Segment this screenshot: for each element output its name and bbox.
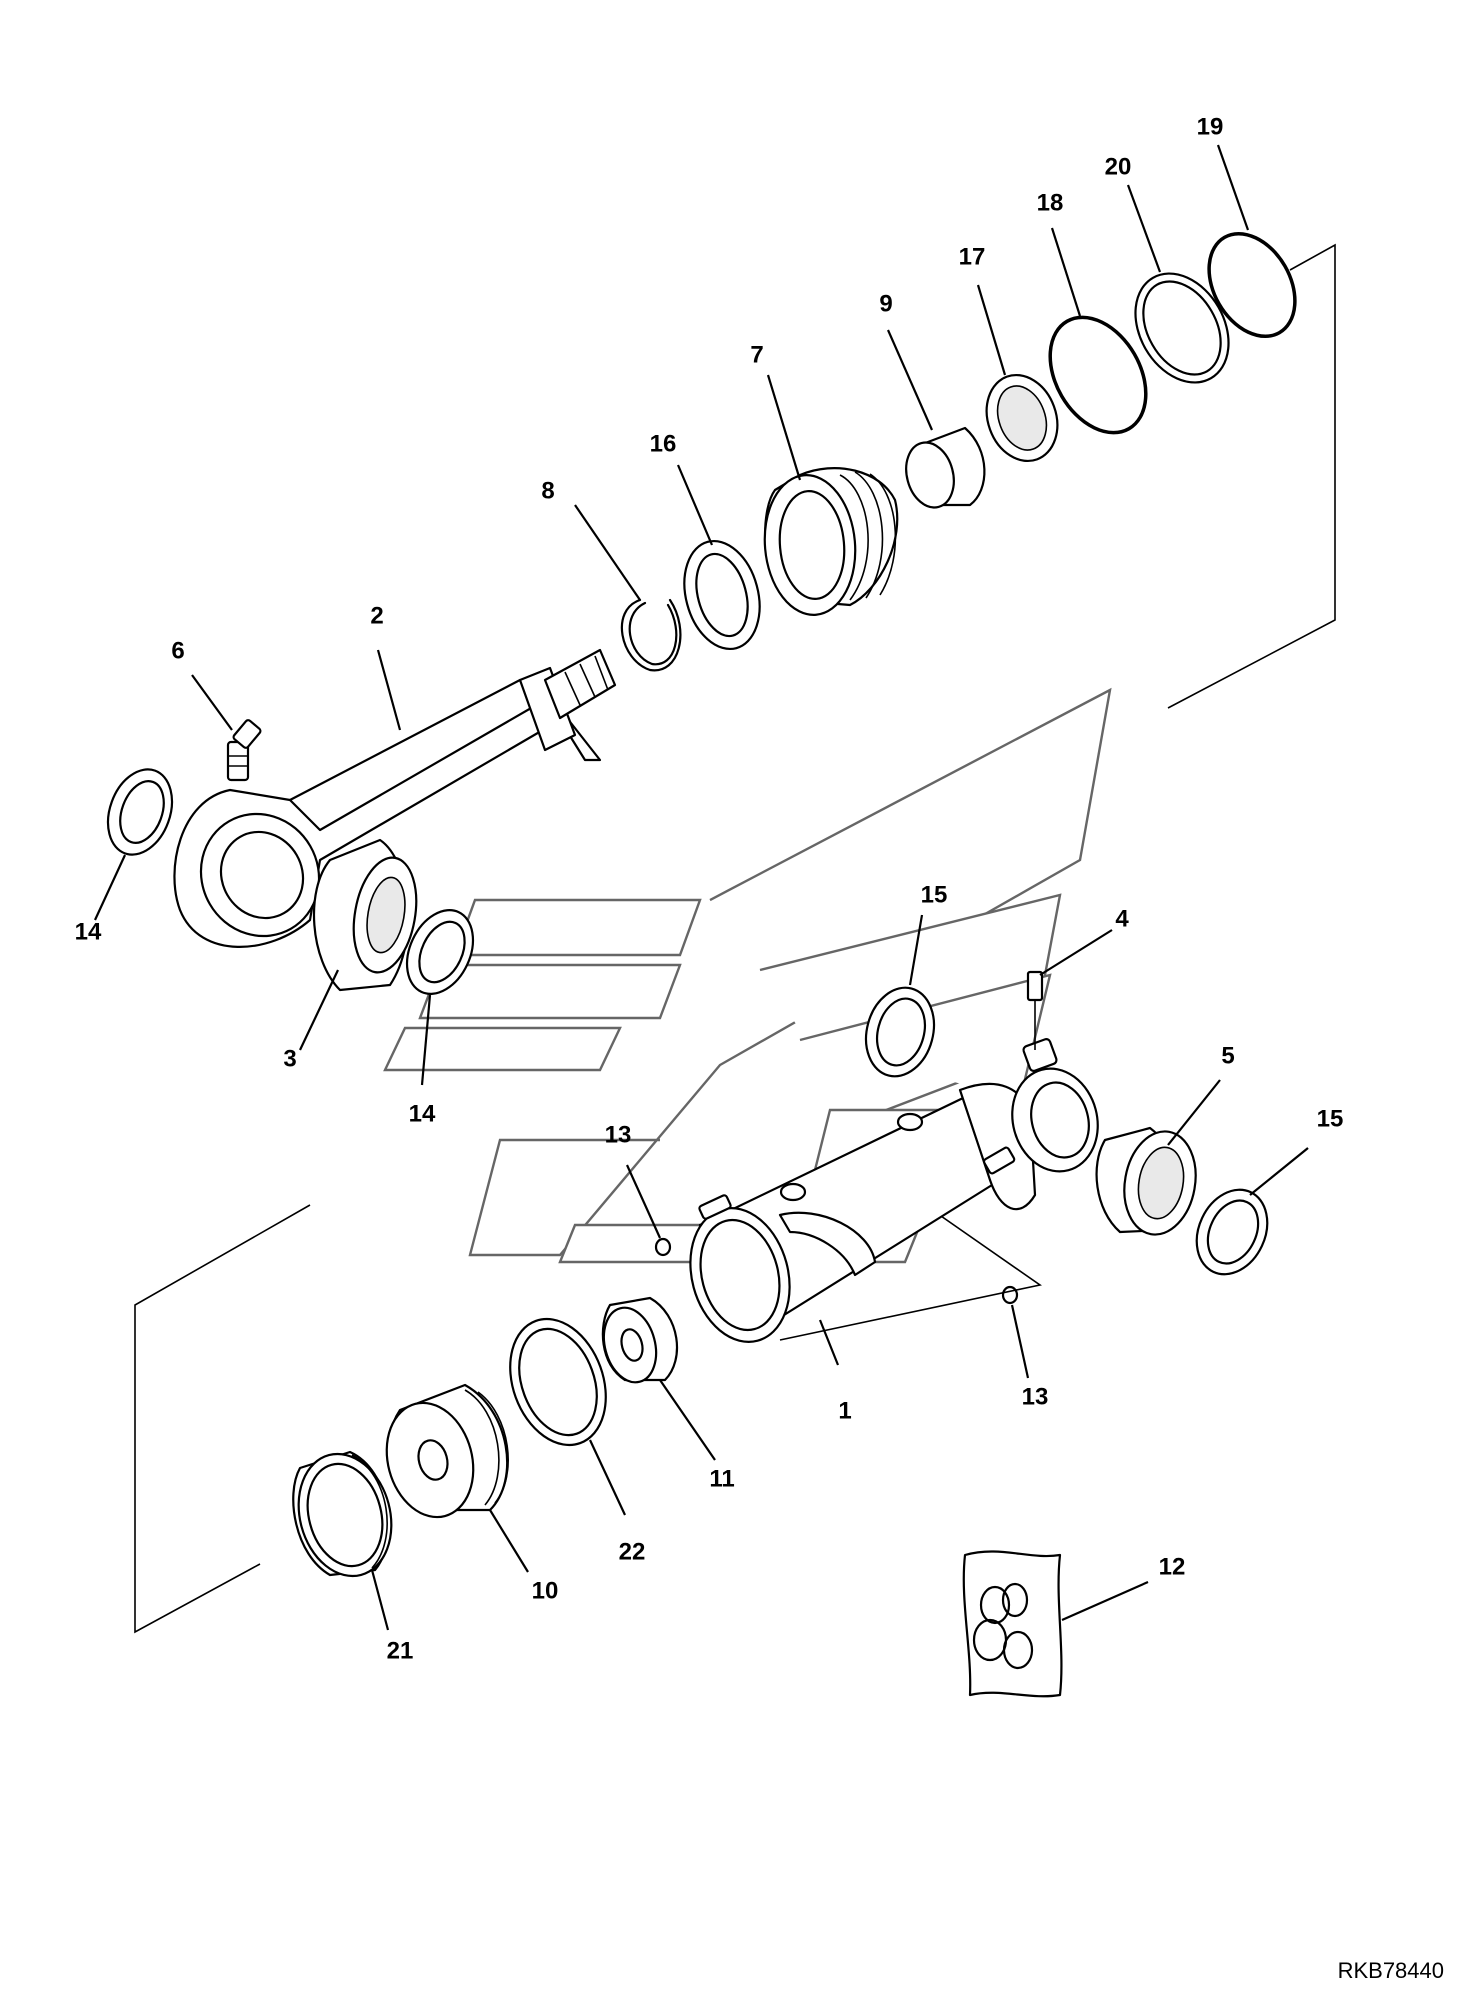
callout-17: 17: [959, 243, 986, 270]
bushing-5: [1095, 1126, 1197, 1236]
cylinder-tube-1: [689, 1038, 1099, 1343]
callout-14-upper: 14: [75, 918, 102, 945]
callout-13-left: 13: [605, 1121, 632, 1148]
drawing-code: RKB78440: [1338, 1958, 1444, 1983]
callout-10: 10: [532, 1577, 559, 1604]
callout-6: 6: [171, 637, 184, 664]
callout-labels: 1 2 3 4 5 6 7 8 9 10 11 12 13 13 14 14 1…: [75, 113, 1344, 1664]
nut-11: [601, 1296, 679, 1384]
callout-16: 16: [650, 430, 677, 457]
callout-9: 9: [879, 290, 892, 317]
wear-ring-21: [292, 1450, 393, 1578]
ring-16: [683, 539, 761, 651]
ring-14-lower: [405, 909, 475, 995]
gland-7: [763, 467, 899, 616]
piston-10: [385, 1383, 509, 1519]
bearing-ring-17: [985, 373, 1059, 463]
callout-5: 5: [1221, 1042, 1234, 1069]
leader-lines: [94, 144, 1309, 1631]
callout-15-right: 15: [1317, 1105, 1344, 1132]
snap-ring-8: [620, 598, 682, 672]
callout-21: 21: [387, 1637, 414, 1664]
callout-15-upper: 15: [921, 881, 948, 908]
callout-19: 19: [1197, 113, 1224, 140]
o-ring-13-left: [654, 1237, 672, 1257]
piston-rod: [173, 648, 617, 948]
callout-1: 1: [838, 1397, 851, 1424]
grease-fitting-6: [226, 719, 262, 782]
ring-22: [509, 1317, 607, 1447]
callout-22: 22: [619, 1538, 646, 1565]
backup-ring-20: [1134, 272, 1230, 384]
callout-7: 7: [750, 341, 763, 368]
ring-15-upper: [864, 986, 936, 1078]
o-ring-18: [1048, 315, 1148, 435]
callout-20: 20: [1105, 153, 1132, 180]
callout-11: 11: [709, 1465, 734, 1492]
bushing-3: [312, 838, 418, 992]
callout-8: 8: [541, 477, 554, 504]
grease-fitting-4: [1026, 970, 1044, 1050]
sleeve-9: [905, 426, 986, 509]
assembly-frame-lines: [134, 243, 1336, 1634]
seal-kit-12: [962, 1550, 1063, 1698]
o-ring-19: [1207, 231, 1297, 339]
callout-14-lower: 14: [409, 1100, 436, 1127]
ring-15-right: [1195, 1188, 1269, 1276]
callout-13-right: 13: [1022, 1383, 1049, 1410]
callout-12: 12: [1159, 1553, 1186, 1580]
callout-3: 3: [283, 1045, 296, 1072]
bushing-14-upper: [106, 768, 174, 856]
callout-18: 18: [1037, 189, 1064, 216]
callout-2: 2: [370, 602, 383, 629]
o-ring-13-right: [1001, 1285, 1019, 1305]
callout-4: 4: [1115, 905, 1129, 932]
